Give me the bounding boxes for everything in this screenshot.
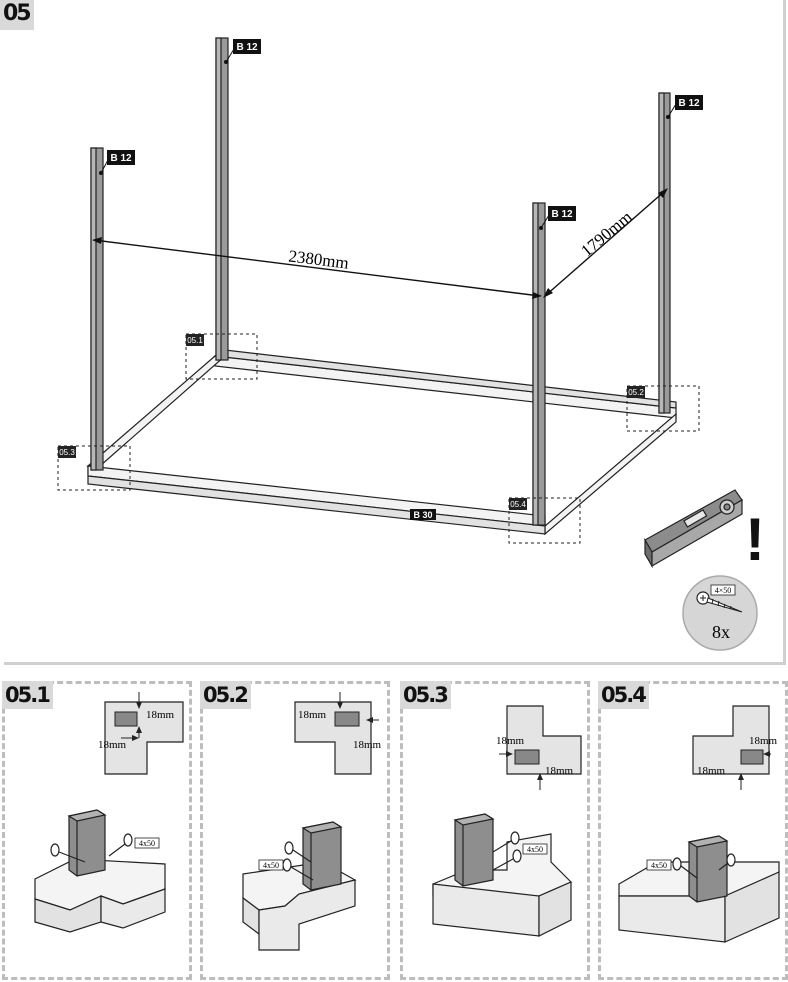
main-step-panel: 05 (0, 0, 786, 665)
callout-label: 05.3 (59, 448, 75, 457)
screw-spec-label: 4x50 (527, 845, 543, 854)
post-tag: B 12 (539, 206, 576, 230)
screw-count-badge: 4×50 8x (682, 575, 758, 651)
iso-view: 4x50 (618, 835, 780, 943)
screw-spec-label: 4×50 (715, 586, 732, 595)
post-front-left (90, 147, 104, 471)
iso-view: 4x50 (432, 813, 573, 937)
base-frame (86, 349, 677, 536)
callout-label: 05.4 (510, 500, 526, 509)
detail-label: 05.3 (403, 683, 449, 707)
screw-icon (672, 857, 698, 879)
dimension-width-label: 2380mm (288, 246, 350, 272)
post-tag: B 12 (666, 95, 703, 119)
warning-mark: ! (745, 506, 765, 573)
detail-panel-05-3: 05.3 18mm 18mm 4x50 (400, 681, 590, 980)
post-tag-label: B 12 (551, 209, 573, 220)
plan-view: 18mm 18mm (496, 705, 582, 790)
dimension-depth-label: 1790mm (577, 207, 636, 260)
plan-view: 18mm 18mm (98, 692, 184, 775)
dimension-depth: 1790mm (543, 188, 668, 298)
main-panel-border (4, 0, 786, 665)
screw-icon (284, 841, 312, 863)
post-front-right (532, 202, 546, 526)
screw-spec-label: 4x50 (263, 861, 279, 870)
post-tags: B 12 B 12 B 12 B 12 (99, 39, 703, 230)
detail-callouts (57, 333, 700, 544)
screw-icon (282, 858, 314, 881)
callout-tags: 05.1 05.2 05.3 05.4 (58, 334, 645, 510)
callout-label: 05.2 (628, 388, 644, 397)
dimension-b: 18mm (545, 765, 574, 777)
dimension-a: 18mm (146, 709, 175, 721)
dimension-b: 18mm (353, 739, 382, 751)
frame-assembly-diagram: B 12 B 12 B 12 B 12 (57, 37, 765, 651)
post-tag-label: B 12 (678, 98, 700, 109)
dimension-b: 18mm (697, 765, 726, 777)
callout-box-05-3 (57, 445, 131, 491)
screw-icon (696, 591, 743, 613)
post-back-left (215, 37, 229, 361)
front-rail (87, 465, 546, 527)
callout-label: 05.1 (187, 336, 203, 345)
rail-tag: B 30 (410, 509, 436, 520)
callout-box-05-4 (508, 497, 581, 544)
screw-icon (108, 833, 133, 857)
plan-view: 18mm 18mm (294, 692, 382, 775)
rail-tag-label: B 30 (413, 510, 432, 520)
screw-spec-label: 4x50 (139, 839, 155, 848)
iso-view: 4x50 (242, 821, 357, 951)
detail-panel-05-1: 05.1 18mm 18mm 4x50 (2, 681, 192, 980)
screw-quantity: 8x (712, 622, 730, 642)
callout-box-05-1 (185, 333, 258, 380)
step-number: 05 (3, 1, 32, 26)
screw-icon (492, 831, 520, 853)
dimension-b: 18mm (98, 739, 127, 751)
spirit-level-icon (644, 489, 743, 569)
iso-view: 4x50 (34, 809, 166, 933)
screw-icon (50, 843, 86, 863)
detail-panel-05-2: 05.2 18mm 18mm 4x50 (200, 681, 390, 980)
posts (90, 37, 671, 526)
post-tag-label: B 12 (236, 42, 258, 53)
screw-icon (718, 853, 736, 871)
detail-label: 05.4 (601, 683, 647, 707)
plan-view: 18mm 18mm (692, 705, 778, 790)
warning-icon: ! (745, 506, 765, 573)
post-tag: B 12 (99, 150, 135, 175)
post-tag: B 12 (224, 39, 261, 64)
step-number-badge: 05 (0, 0, 34, 30)
detail-label: 05.1 (5, 683, 51, 707)
dimension-a: 18mm (298, 709, 327, 721)
detail-label: 05.2 (203, 683, 249, 707)
dimension-a: 18mm (496, 735, 525, 747)
dimension-width: 2380mm (92, 237, 542, 299)
callout-box-05-2 (626, 385, 700, 432)
screw-spec-label: 4x50 (651, 861, 667, 870)
right-rail (544, 412, 677, 536)
post-tag-label: B 12 (110, 153, 132, 164)
detail-badge: 05.1 (2, 681, 53, 709)
detail-badge: 05.4 (598, 681, 649, 709)
left-rail (86, 355, 227, 467)
detail-badge: 05.3 (400, 681, 451, 709)
detail-panel-05-4: 05.4 18mm 18mm 4x50 (598, 681, 788, 980)
dimension-a: 18mm (749, 735, 778, 747)
post-back-right (658, 92, 671, 414)
back-rail (214, 355, 677, 419)
screw-icon (492, 849, 522, 871)
detail-badge: 05.2 (200, 681, 251, 709)
